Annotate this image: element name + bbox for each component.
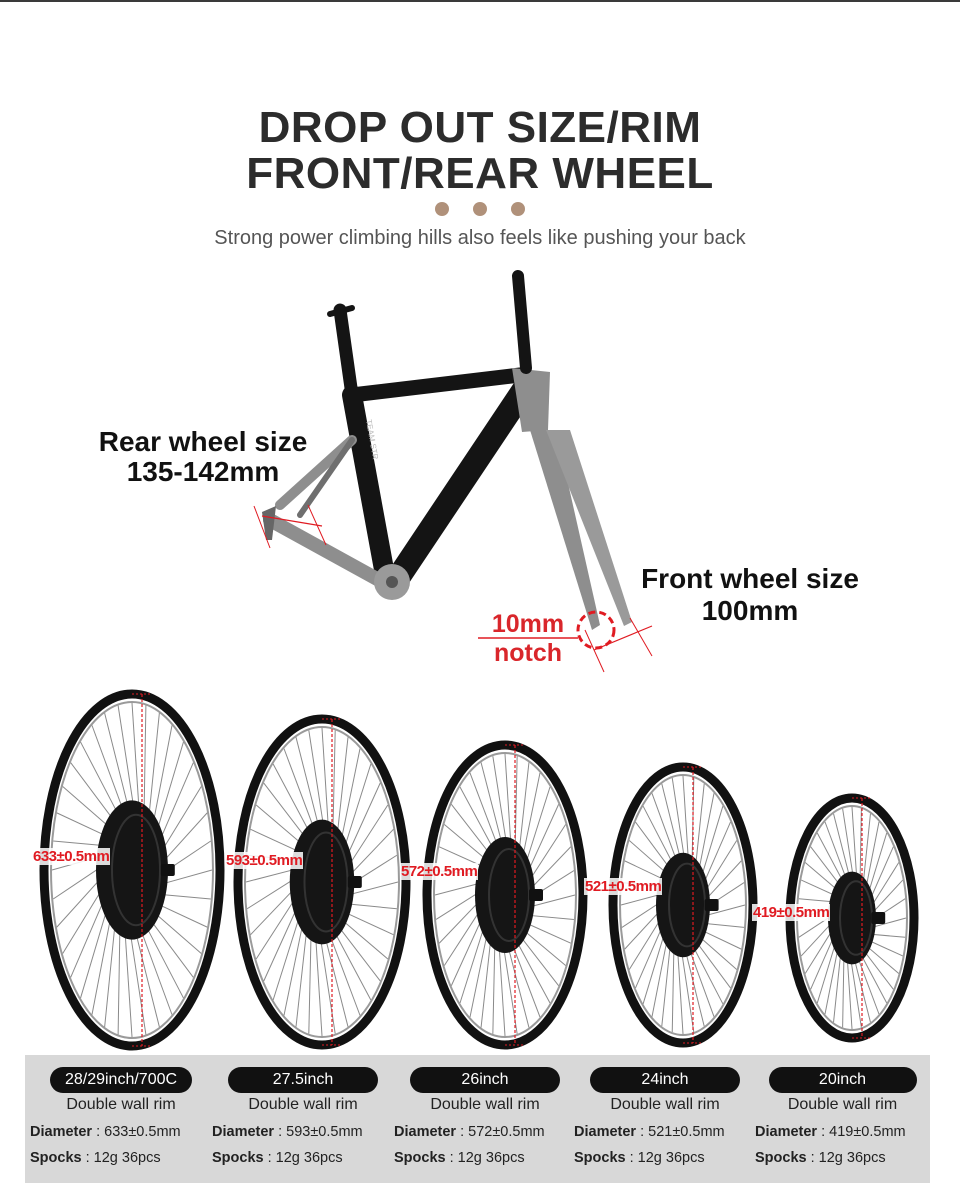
hub-motor — [828, 871, 876, 965]
rim-type: Double wall rim — [787, 1096, 898, 1113]
spocks-value: : 12g 36pcs — [445, 1150, 525, 1166]
diameter-spec: Diameter : 521±0.5mm — [574, 1124, 756, 1140]
diameter-value: : 521±0.5mm — [636, 1124, 725, 1140]
notch-label: 10mm notch — [478, 610, 578, 668]
spocks-spec: Spocks : 12g 36pcs — [30, 1150, 212, 1166]
spec-column-20: 20inch Double wall rim Diameter : 419±0.… — [755, 1067, 930, 1166]
subtitle: Strong power climbing hills also feels l… — [214, 227, 746, 249]
hub-motor-ring — [303, 831, 349, 933]
wheel-dimension-label: 593±0.5mm — [225, 852, 304, 869]
spec-column-26: 26inch Double wall rim Diameter : 572±0.… — [394, 1067, 576, 1166]
rim-type: Double wall rim — [66, 1096, 176, 1113]
spocks-spec: Spocks : 12g 36pcs — [394, 1150, 576, 1166]
wheel-dimension-label: 419±0.5mm — [752, 904, 831, 921]
diameter-spec: Diameter : 572±0.5mm — [394, 1124, 576, 1140]
spocks-value: : 12g 36pcs — [625, 1150, 705, 1166]
spocks-label: Spocks — [394, 1150, 446, 1166]
top-divider — [0, 0, 960, 2]
front-wheel-size-label: Front wheel size 100mm — [625, 563, 875, 627]
wheel-dimension-label: 521±0.5mm — [584, 878, 663, 895]
wheel-rim — [244, 726, 400, 1038]
spec-column-28-29: 28/29inch/700C Double wall rim Diameter … — [30, 1067, 212, 1166]
size-badge: 24inch — [590, 1067, 740, 1093]
spocks-value: : 12g 36pcs — [806, 1150, 886, 1166]
diameter-value: : 572±0.5mm — [456, 1124, 545, 1140]
hub-motor-ring — [111, 813, 161, 927]
diameter-label: Diameter — [574, 1124, 637, 1140]
wheels-image — [39, 689, 919, 1051]
decorative-dots — [0, 202, 960, 216]
size-badge: 20inch — [768, 1067, 917, 1093]
diameter-spec: Diameter : 419±0.5mm — [755, 1124, 930, 1140]
diameter-label: Diameter — [212, 1124, 275, 1140]
rear-label-line2: 135-142mm — [126, 456, 280, 487]
spocks-value: : 12g 36pcs — [263, 1150, 343, 1166]
wheel-rim — [619, 774, 747, 1036]
diameter-spec: Diameter : 593±0.5mm — [212, 1124, 394, 1140]
hub-motor — [475, 837, 535, 953]
bike-frame-image: TEAM STR — [253, 270, 653, 673]
hub-motor — [96, 800, 168, 940]
spocks-spec: Spocks : 12g 36pcs — [755, 1150, 930, 1166]
diameter-label: Diameter — [755, 1124, 818, 1140]
hub-axle — [160, 864, 175, 876]
rear-wheel-size-label: Rear wheel size 135-142mm — [88, 427, 318, 487]
dot-icon — [511, 202, 525, 216]
spocks-label: Spocks — [574, 1150, 626, 1166]
front-label-line1: Front wheel size — [641, 563, 859, 594]
size-badge: 28/29inch/700C — [50, 1067, 192, 1093]
spocks-label: Spocks — [30, 1150, 82, 1166]
diameter-label: Diameter — [394, 1124, 457, 1140]
diameter-value: : 633±0.5mm — [92, 1124, 181, 1140]
spec-column-24: 24inch Double wall rim Diameter : 521±0.… — [574, 1067, 756, 1166]
wheel-rim — [50, 701, 214, 1039]
notch-line2: notch — [493, 639, 563, 667]
hub-axle — [529, 889, 543, 901]
diameter-value: : 593±0.5mm — [274, 1124, 363, 1140]
diameter-label: Diameter — [30, 1124, 93, 1140]
size-badge: 26inch — [410, 1067, 560, 1093]
page-title-line1: DROP OUT SIZE/RIM — [258, 103, 702, 152]
spocks-spec: Spocks : 12g 36pcs — [574, 1150, 756, 1166]
spocks-label: Spocks — [212, 1150, 264, 1166]
wheel-rim — [433, 752, 577, 1038]
spocks-value: : 12g 36pcs — [81, 1150, 161, 1166]
page-title-line2: FRONT/REAR WHEEL — [246, 149, 714, 198]
diameter-value: : 419±0.5mm — [817, 1124, 906, 1140]
hub-axle — [704, 899, 719, 911]
notch-line1: 10mm — [491, 610, 565, 638]
spocks-spec: Spocks : 12g 36pcs — [212, 1150, 394, 1166]
dot-icon — [435, 202, 449, 216]
front-label-line2: 100mm — [701, 595, 799, 626]
hub-motor — [289, 819, 355, 945]
spocks-label: Spocks — [755, 1150, 807, 1166]
dot-icon — [473, 202, 487, 216]
rear-label-line1: Rear wheel size — [98, 426, 308, 457]
hub-axle — [347, 876, 362, 888]
wheel-dimension-label: 572±0.5mm — [400, 863, 479, 880]
rim-type: Double wall rim — [430, 1096, 540, 1113]
hub-motor — [656, 852, 710, 958]
spec-column-27-5: 27.5inch Double wall rim Diameter : 593±… — [212, 1067, 394, 1166]
diameter-spec: Diameter : 633±0.5mm — [30, 1124, 212, 1140]
rim-type: Double wall rim — [248, 1096, 358, 1113]
size-badge: 27.5inch — [228, 1067, 378, 1093]
rim-type: Double wall rim — [610, 1096, 720, 1113]
hub-axle — [871, 912, 886, 924]
wheel-dimension-label: 633±0.5mm — [32, 848, 111, 865]
